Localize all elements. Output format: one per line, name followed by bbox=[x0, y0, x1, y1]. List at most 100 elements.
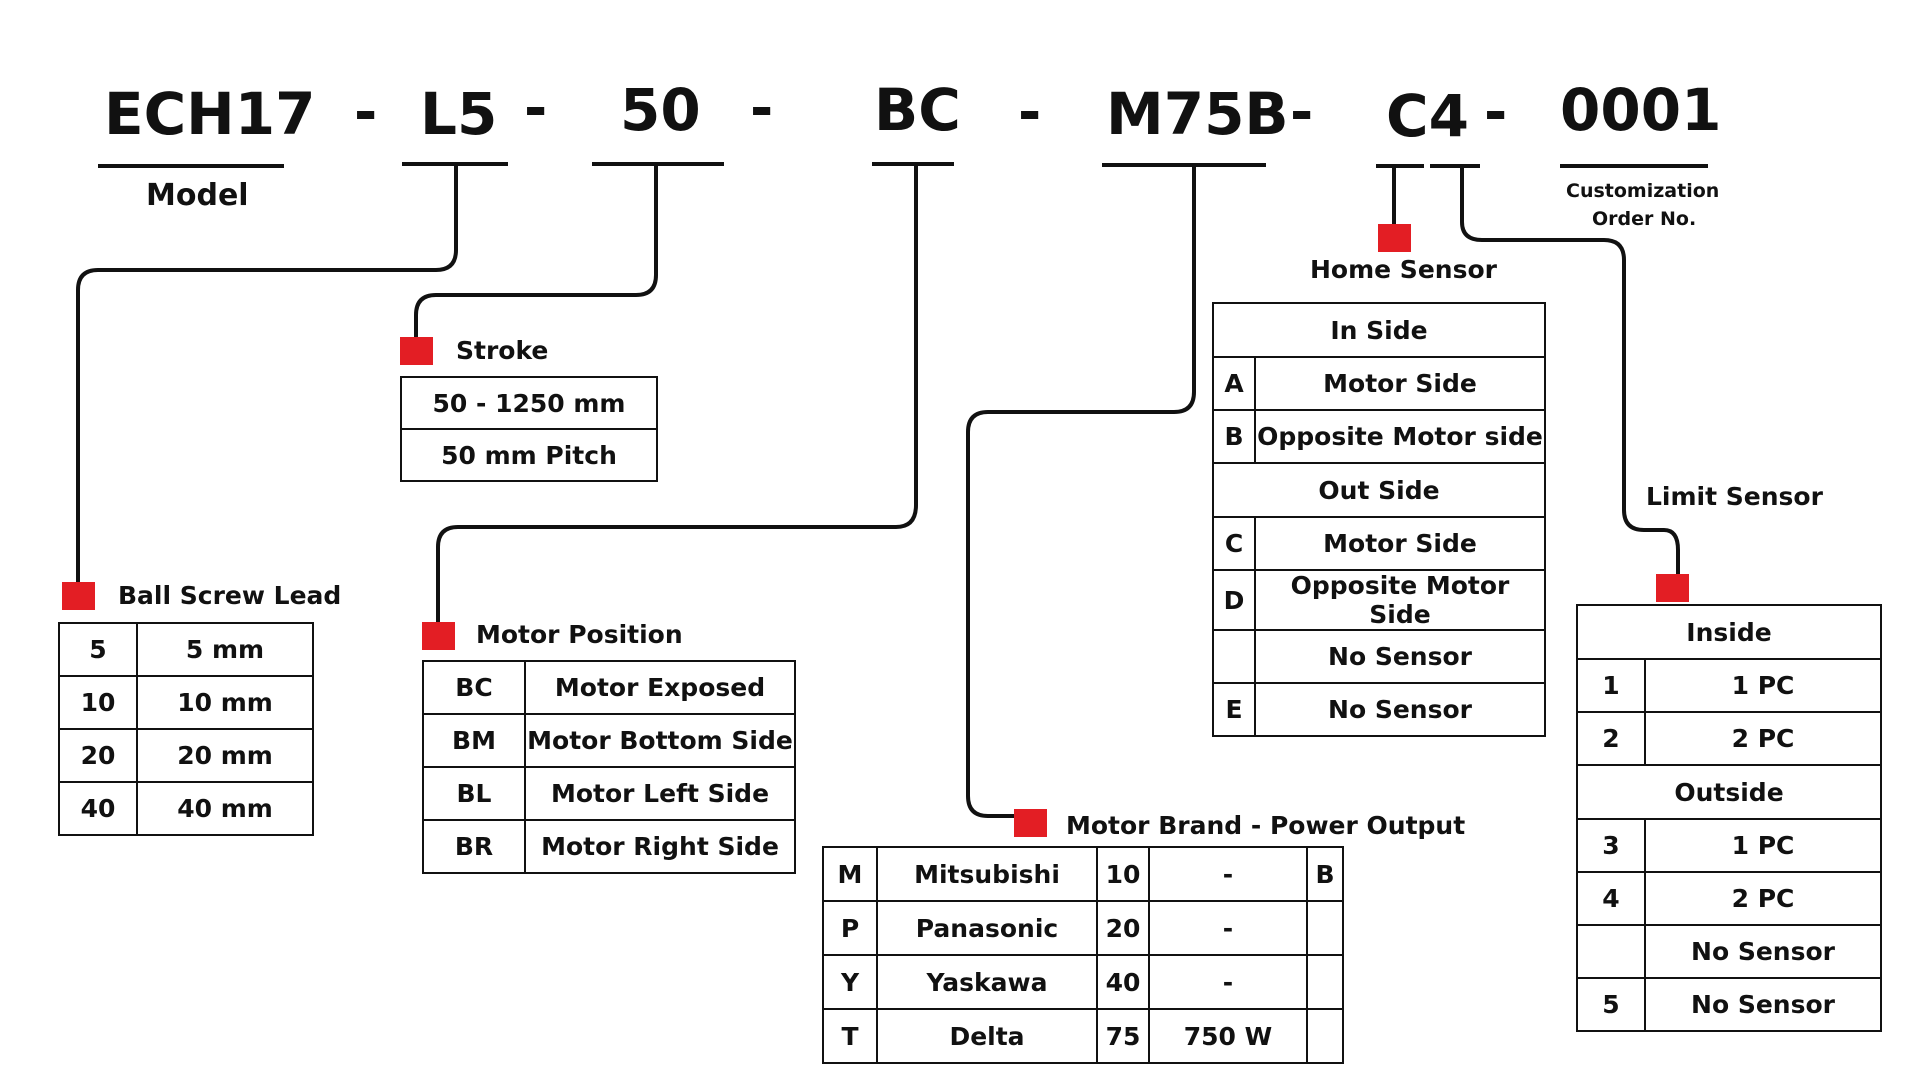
lead-marker bbox=[62, 582, 95, 610]
stroke-pitch: 50 mm Pitch bbox=[400, 428, 658, 482]
stroke-title: Stroke bbox=[456, 336, 549, 365]
code-segment-stroke: 50 bbox=[620, 76, 701, 144]
table-row: 50 - 1250 mm bbox=[400, 376, 658, 430]
table-row: No Sensor bbox=[1212, 629, 1546, 684]
home-sensor-code: A bbox=[1212, 356, 1256, 411]
power-value: - bbox=[1148, 846, 1308, 902]
stroke-table: 50 - 1250 mm 50 mm Pitch bbox=[400, 376, 658, 482]
limit-sensor-code: 2 bbox=[1576, 711, 1646, 766]
code-segment-lead: L5 bbox=[420, 80, 498, 148]
motor-brand-title: Motor Brand - Power Output bbox=[1066, 811, 1466, 840]
lead-code: 40 bbox=[58, 781, 138, 836]
motor-position-value: Motor Right Side bbox=[524, 819, 796, 874]
separator-6: - bbox=[1484, 80, 1508, 145]
power-code: 20 bbox=[1096, 900, 1150, 956]
power-value: - bbox=[1148, 900, 1308, 956]
home-sensor-code: D bbox=[1212, 569, 1256, 631]
lead-code: 5 bbox=[58, 622, 138, 677]
customization-label-line1: Customization bbox=[1566, 180, 1720, 202]
separator-1: - bbox=[354, 80, 378, 145]
table-row: Out Side bbox=[1212, 462, 1546, 518]
motor-position-code: BM bbox=[422, 713, 526, 768]
power-code: 10 bbox=[1096, 846, 1150, 902]
underline-lead bbox=[402, 162, 508, 166]
table-row: Outside bbox=[1576, 764, 1882, 820]
code-segment-sensor: C4 bbox=[1386, 82, 1469, 150]
limit-sensor-value: No Sensor bbox=[1644, 924, 1882, 979]
power-value: 750 W bbox=[1148, 1008, 1308, 1064]
home-sensor-code: B bbox=[1212, 409, 1256, 464]
limit-sensor-code: 5 bbox=[1576, 977, 1646, 1032]
lead-value: 40 mm bbox=[136, 781, 314, 836]
limit-sensor-value: 1 PC bbox=[1644, 818, 1882, 873]
model-label: Model bbox=[146, 178, 249, 213]
connector-limit-sensor bbox=[1460, 166, 1680, 576]
limit-sensor-value: 2 PC bbox=[1644, 711, 1882, 766]
home-sensor-code bbox=[1212, 629, 1256, 684]
power-code: 75 bbox=[1096, 1008, 1150, 1064]
home-sensor-title: Home Sensor bbox=[1310, 255, 1497, 284]
separator-4: - bbox=[1018, 80, 1042, 145]
limit-sensor-title: Limit Sensor bbox=[1646, 482, 1823, 511]
lead-title: Ball Screw Lead bbox=[118, 581, 342, 610]
motor-position-title: Motor Position bbox=[476, 620, 683, 649]
brand-code: P bbox=[822, 900, 878, 956]
limit-sensor-value: 1 PC bbox=[1644, 658, 1882, 713]
table-row: In Side bbox=[1212, 302, 1546, 358]
underline-limit-sensor bbox=[1430, 164, 1480, 168]
limit-sensor-code: 3 bbox=[1576, 818, 1646, 873]
table-row: No Sensor bbox=[1576, 924, 1882, 979]
connector-motor-position bbox=[436, 166, 918, 622]
power-code: 40 bbox=[1096, 954, 1150, 1010]
brand-name: Panasonic bbox=[876, 900, 1098, 956]
motor-position-code: BC bbox=[422, 660, 526, 715]
limit-sensor-value: No Sensor bbox=[1644, 977, 1882, 1032]
code-segment-model: ECH17 bbox=[104, 80, 316, 148]
table-row: Y Yaskawa 40 - bbox=[822, 954, 1344, 1010]
limit-sensor-code: 4 bbox=[1576, 871, 1646, 926]
table-row: P Panasonic 20 - bbox=[822, 900, 1344, 956]
table-row: T Delta 75 750 W bbox=[822, 1008, 1344, 1064]
table-row: 50 mm Pitch bbox=[400, 428, 658, 482]
motor-position-value: Motor Bottom Side bbox=[524, 713, 796, 768]
brand-name: Mitsubishi bbox=[876, 846, 1098, 902]
brand-name: Yaskawa bbox=[876, 954, 1098, 1010]
stroke-range: 50 - 1250 mm bbox=[400, 376, 658, 430]
customization-label-line2: Order No. bbox=[1592, 208, 1697, 230]
motor-brand-marker bbox=[1014, 809, 1047, 837]
table-row: M Mitsubishi 10 - B bbox=[822, 846, 1344, 902]
underline-motor-brand bbox=[1102, 163, 1266, 167]
limit-sensor-marker bbox=[1656, 574, 1689, 602]
brand-extra bbox=[1306, 954, 1344, 1010]
limit-sensor-code: 1 bbox=[1576, 658, 1646, 713]
power-value: - bbox=[1148, 954, 1308, 1010]
underline-order bbox=[1560, 164, 1708, 168]
home-sensor-marker bbox=[1378, 224, 1411, 252]
brand-extra bbox=[1306, 900, 1344, 956]
lead-value: 5 mm bbox=[136, 622, 314, 677]
connector-lead bbox=[76, 166, 458, 585]
table-row: Inside bbox=[1576, 604, 1882, 660]
underline-model bbox=[98, 164, 284, 168]
code-segment-motor-brand: M75B bbox=[1106, 80, 1289, 148]
brand-extra bbox=[1306, 1008, 1344, 1064]
lead-value: 20 mm bbox=[136, 728, 314, 783]
motor-position-code: BL bbox=[422, 766, 526, 821]
brand-name: Delta bbox=[876, 1008, 1098, 1064]
underline-motor-position bbox=[872, 162, 954, 166]
motor-position-value: Motor Exposed bbox=[524, 660, 796, 715]
home-sensor-value: Opposite Motor side bbox=[1254, 409, 1546, 464]
home-sensor-value: No Sensor bbox=[1254, 629, 1546, 684]
